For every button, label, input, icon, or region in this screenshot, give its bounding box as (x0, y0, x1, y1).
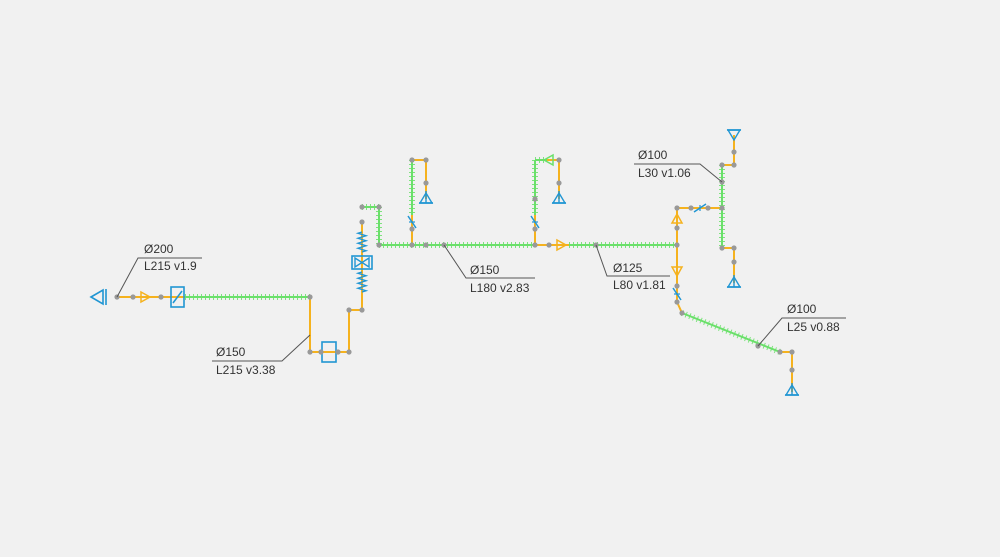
flow-direction-arrow-icon (670, 212, 684, 224)
pipe-node[interactable] (532, 242, 538, 248)
annotation-leader (212, 334, 311, 362)
pipe-node[interactable] (376, 242, 382, 248)
valve-wing (354, 256, 364, 269)
annotation-d200-main[interactable]: Ø200 L215 v1.9 (116, 242, 202, 298)
flow-direction-arrow-icon (542, 153, 554, 167)
pipe-node[interactable] (731, 149, 737, 155)
pipe-node[interactable] (318, 349, 324, 355)
pipe-node[interactable] (731, 245, 737, 251)
pipe-node[interactable] (556, 157, 562, 163)
balancing-damper-icon[interactable] (407, 215, 417, 229)
pipe-node[interactable] (359, 219, 365, 225)
damper-blade (172, 290, 183, 304)
pipe-node[interactable] (789, 367, 795, 373)
annotation-leader (443, 244, 535, 279)
pipe-node[interactable] (307, 349, 313, 355)
pipe-node[interactable] (719, 162, 725, 168)
green-pipe-segments (185, 157, 782, 355)
pipe-node[interactable] (688, 205, 694, 211)
annotation-diameter: Ø200 (144, 242, 174, 256)
pipe-node[interactable] (679, 310, 685, 316)
flow-direction-arrow-icon (670, 266, 684, 278)
annotation-info: L80 v1.81 (613, 278, 666, 292)
annotation-diameter: Ø100 (787, 302, 817, 316)
pipe-node[interactable] (777, 349, 783, 355)
pipe-node[interactable] (674, 242, 680, 248)
valve-wing (360, 256, 370, 269)
pipe-node[interactable] (409, 226, 415, 232)
annotation-leader (595, 244, 670, 277)
valve-icon[interactable] (351, 255, 373, 270)
balancing-damper-icon[interactable] (530, 215, 540, 229)
pipe-node[interactable] (130, 294, 136, 300)
pipe-node[interactable] (532, 226, 538, 232)
annotation-d100-upper[interactable]: Ø100 L30 v1.06 (634, 148, 723, 183)
pipe-node[interactable] (423, 180, 429, 186)
annotation-leader (757, 317, 846, 347)
source-terminal-icon[interactable] (89, 288, 104, 306)
pipe-node[interactable] (719, 205, 725, 211)
pipe-node[interactable] (307, 294, 313, 300)
pipe-node[interactable] (376, 204, 382, 210)
annotation-d100-lower[interactable]: Ø100 L25 v0.88 (757, 302, 846, 347)
pipe-node[interactable] (719, 245, 725, 251)
fittings (89, 129, 800, 396)
pipe-node[interactable] (556, 180, 562, 186)
pipe-node[interactable] (409, 157, 415, 163)
annotation-info: L215 v1.9 (144, 259, 197, 273)
pipe-node[interactable] (359, 204, 365, 210)
annotation-info: L180 v2.83 (470, 281, 530, 295)
annotation-d125[interactable]: Ø125 L80 v1.81 (595, 244, 670, 292)
pipe-node[interactable] (674, 225, 680, 231)
pipe-node[interactable] (158, 294, 164, 300)
annotation-info: L215 v3.38 (216, 363, 276, 377)
pipe-node[interactable] (532, 196, 538, 202)
pipe-node[interactable] (731, 162, 737, 168)
annotation-info: L25 v0.88 (787, 320, 840, 334)
balancing-damper-icon[interactable] (672, 287, 682, 301)
annotation-leader (634, 163, 723, 183)
green-pipe-hatch (680, 310, 782, 355)
annotation-diameter: Ø125 (613, 261, 643, 275)
pipe-node[interactable] (423, 157, 429, 163)
pipe-node[interactable] (335, 349, 341, 355)
flow-direction-arrow-icon (140, 290, 152, 304)
pipe-node[interactable] (674, 205, 680, 211)
balancing-damper-icon[interactable] (693, 203, 707, 213)
pipe-node[interactable] (346, 349, 352, 355)
flow-direction-arrow-icon (556, 238, 568, 252)
filter-icon[interactable] (355, 231, 369, 253)
annotation-d150-lower[interactable]: Ø150 L215 v3.38 (212, 334, 311, 377)
pipe-node[interactable] (546, 242, 552, 248)
annotation-leader (116, 257, 202, 298)
annotation-diameter: Ø100 (638, 148, 668, 162)
filter-icon[interactable] (355, 271, 369, 293)
pipe-node[interactable] (674, 283, 680, 289)
pipe-node[interactable] (674, 299, 680, 305)
damper-icon[interactable] (170, 286, 185, 308)
pipe-node[interactable] (346, 307, 352, 313)
annotation-d150-middle[interactable]: Ø150 L180 v2.83 (443, 244, 535, 295)
pipe-node[interactable] (789, 349, 795, 355)
pipe-node[interactable] (409, 242, 415, 248)
pipe-node[interactable] (423, 242, 429, 248)
annotation-info: L30 v1.06 (638, 166, 691, 180)
pipe-node[interactable] (731, 259, 737, 265)
annotation-diameter: Ø150 (470, 263, 500, 277)
pipe-node[interactable] (705, 205, 711, 211)
pipe-node[interactable] (359, 307, 365, 313)
annotation-diameter: Ø150 (216, 345, 246, 359)
